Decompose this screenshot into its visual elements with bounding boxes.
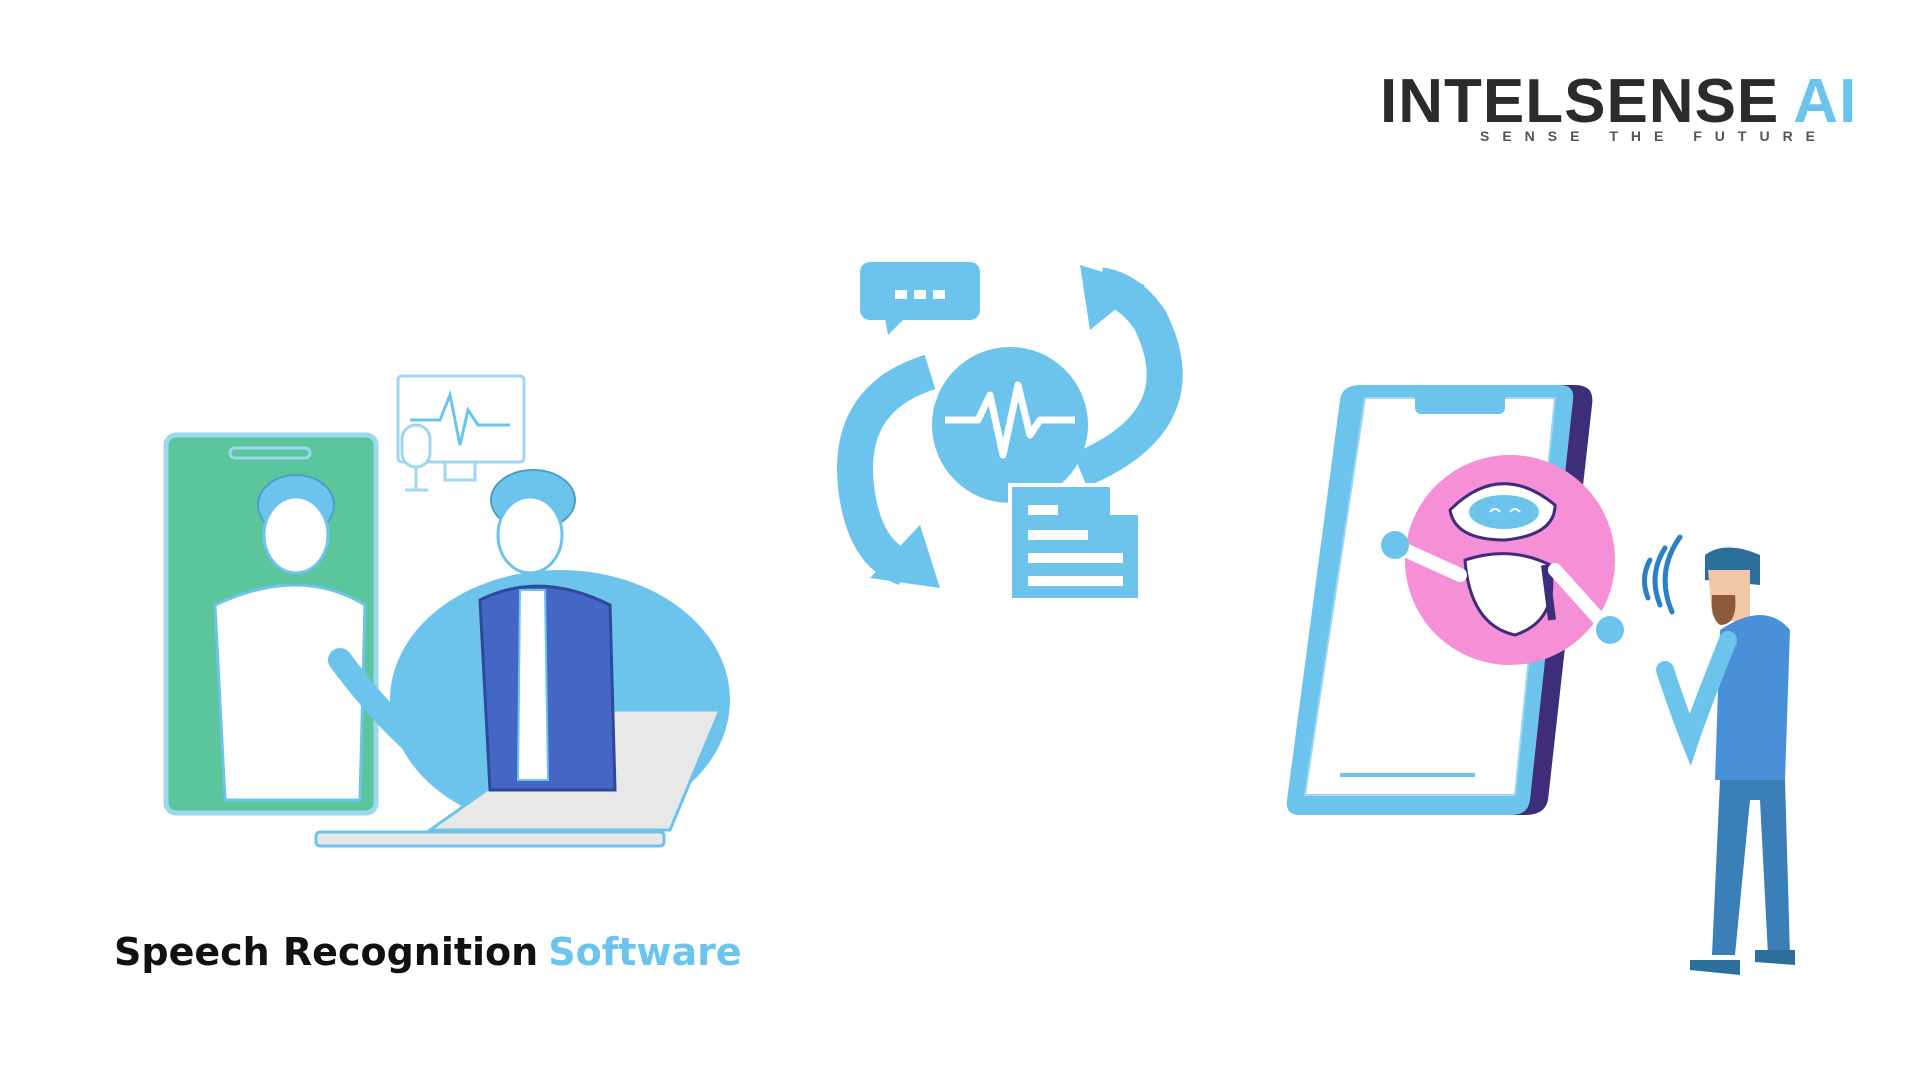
man-torso — [1715, 615, 1790, 780]
man-legs — [1712, 780, 1790, 955]
person-right-shirt — [516, 589, 550, 781]
headline-part1: Speech Recognition — [114, 930, 539, 974]
brand-name-main: INTELSENSE — [1380, 67, 1780, 136]
phone-notch — [228, 446, 312, 460]
person-right-face — [496, 495, 564, 575]
laptop-base — [314, 830, 666, 848]
brand-tagline: SENSE THE FUTURE — [1480, 128, 1829, 144]
person-left-body — [213, 583, 367, 802]
waveform-icon — [410, 389, 510, 446]
phone-notch — [1415, 392, 1505, 414]
monitor-stand — [443, 460, 477, 482]
man-arm — [1656, 631, 1737, 767]
robot-body — [1463, 552, 1554, 637]
brand-name-suffix: AI — [1793, 67, 1858, 136]
person-left-face — [262, 495, 330, 575]
man-beard — [1711, 595, 1736, 625]
headline-part2: Software — [548, 930, 742, 974]
refresh-arrows-icon — [837, 354, 936, 585]
sound-waves-icon — [1642, 534, 1683, 615]
